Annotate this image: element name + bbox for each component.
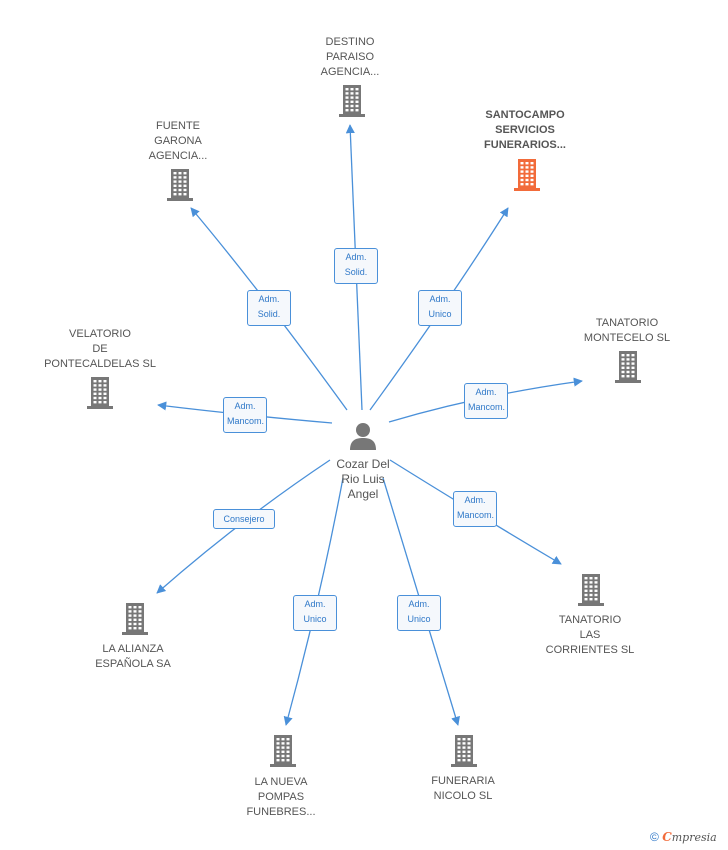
building-icon[interactable] xyxy=(268,734,298,773)
building-icon[interactable] xyxy=(85,376,115,415)
building-icon[interactable] xyxy=(576,573,606,612)
company-name-nicolo[interactable]: FUNERARIA NICOLO SL xyxy=(431,775,495,802)
brand-logo-initial: C xyxy=(662,830,672,844)
role-box-fuente[interactable]: Adm. Solid. xyxy=(247,290,291,326)
company-name-fuente[interactable]: FUENTE GARONA AGENCIA... xyxy=(148,120,208,162)
copyright-symbol: © xyxy=(650,830,659,844)
building-icon[interactable] xyxy=(120,602,150,641)
company-name-destino[interactable]: DESTINO PARAISO AGENCIA... xyxy=(320,36,380,78)
company-name-montecelo[interactable]: TANATORIO MONTECELO SL xyxy=(583,317,671,344)
building-icon[interactable] xyxy=(337,84,367,123)
role-box-montecelo[interactable]: Adm. Mancom. xyxy=(464,383,508,419)
role-box-velatorio[interactable]: Adm. Mancom. xyxy=(223,397,267,433)
building-icon[interactable] xyxy=(613,350,643,389)
company-name-santocampo[interactable]: SANTOCAMPO SERVICIOS FUNERARIOS... xyxy=(484,109,566,151)
role-box-destino[interactable]: Adm. Solid. xyxy=(334,248,378,284)
company-name-pompas[interactable]: LA NUEVA POMPAS FUNEBRES... xyxy=(246,776,316,818)
company-name-alianza[interactable]: LA ALIANZA ESPAÑOLA SA xyxy=(95,643,171,670)
person-name[interactable]: Cozar Del Rio Luis Angel xyxy=(336,457,390,501)
role-box-pompas[interactable]: Adm. Unico xyxy=(293,595,337,631)
person-icon[interactable] xyxy=(348,421,378,456)
role-box-corrientes[interactable]: Adm. Mancom. xyxy=(453,491,497,527)
role-box-santocampo[interactable]: Adm. Unico xyxy=(418,290,462,326)
building-icon[interactable] xyxy=(512,158,542,197)
building-icon[interactable] xyxy=(165,168,195,207)
building-icon[interactable] xyxy=(449,734,479,773)
brand-logo-text: mpresia xyxy=(671,831,717,844)
company-name-velatorio[interactable]: VELATORIO DE PONTECALDELAS SL xyxy=(44,328,156,370)
role-box-nicolo[interactable]: Adm. Unico xyxy=(397,595,441,631)
role-box-alianza[interactable]: Consejero xyxy=(213,509,275,529)
brand-footer[interactable]: © Cmpresia xyxy=(650,830,717,844)
company-name-corrientes[interactable]: TANATORIO LAS CORRIENTES SL xyxy=(545,614,635,656)
